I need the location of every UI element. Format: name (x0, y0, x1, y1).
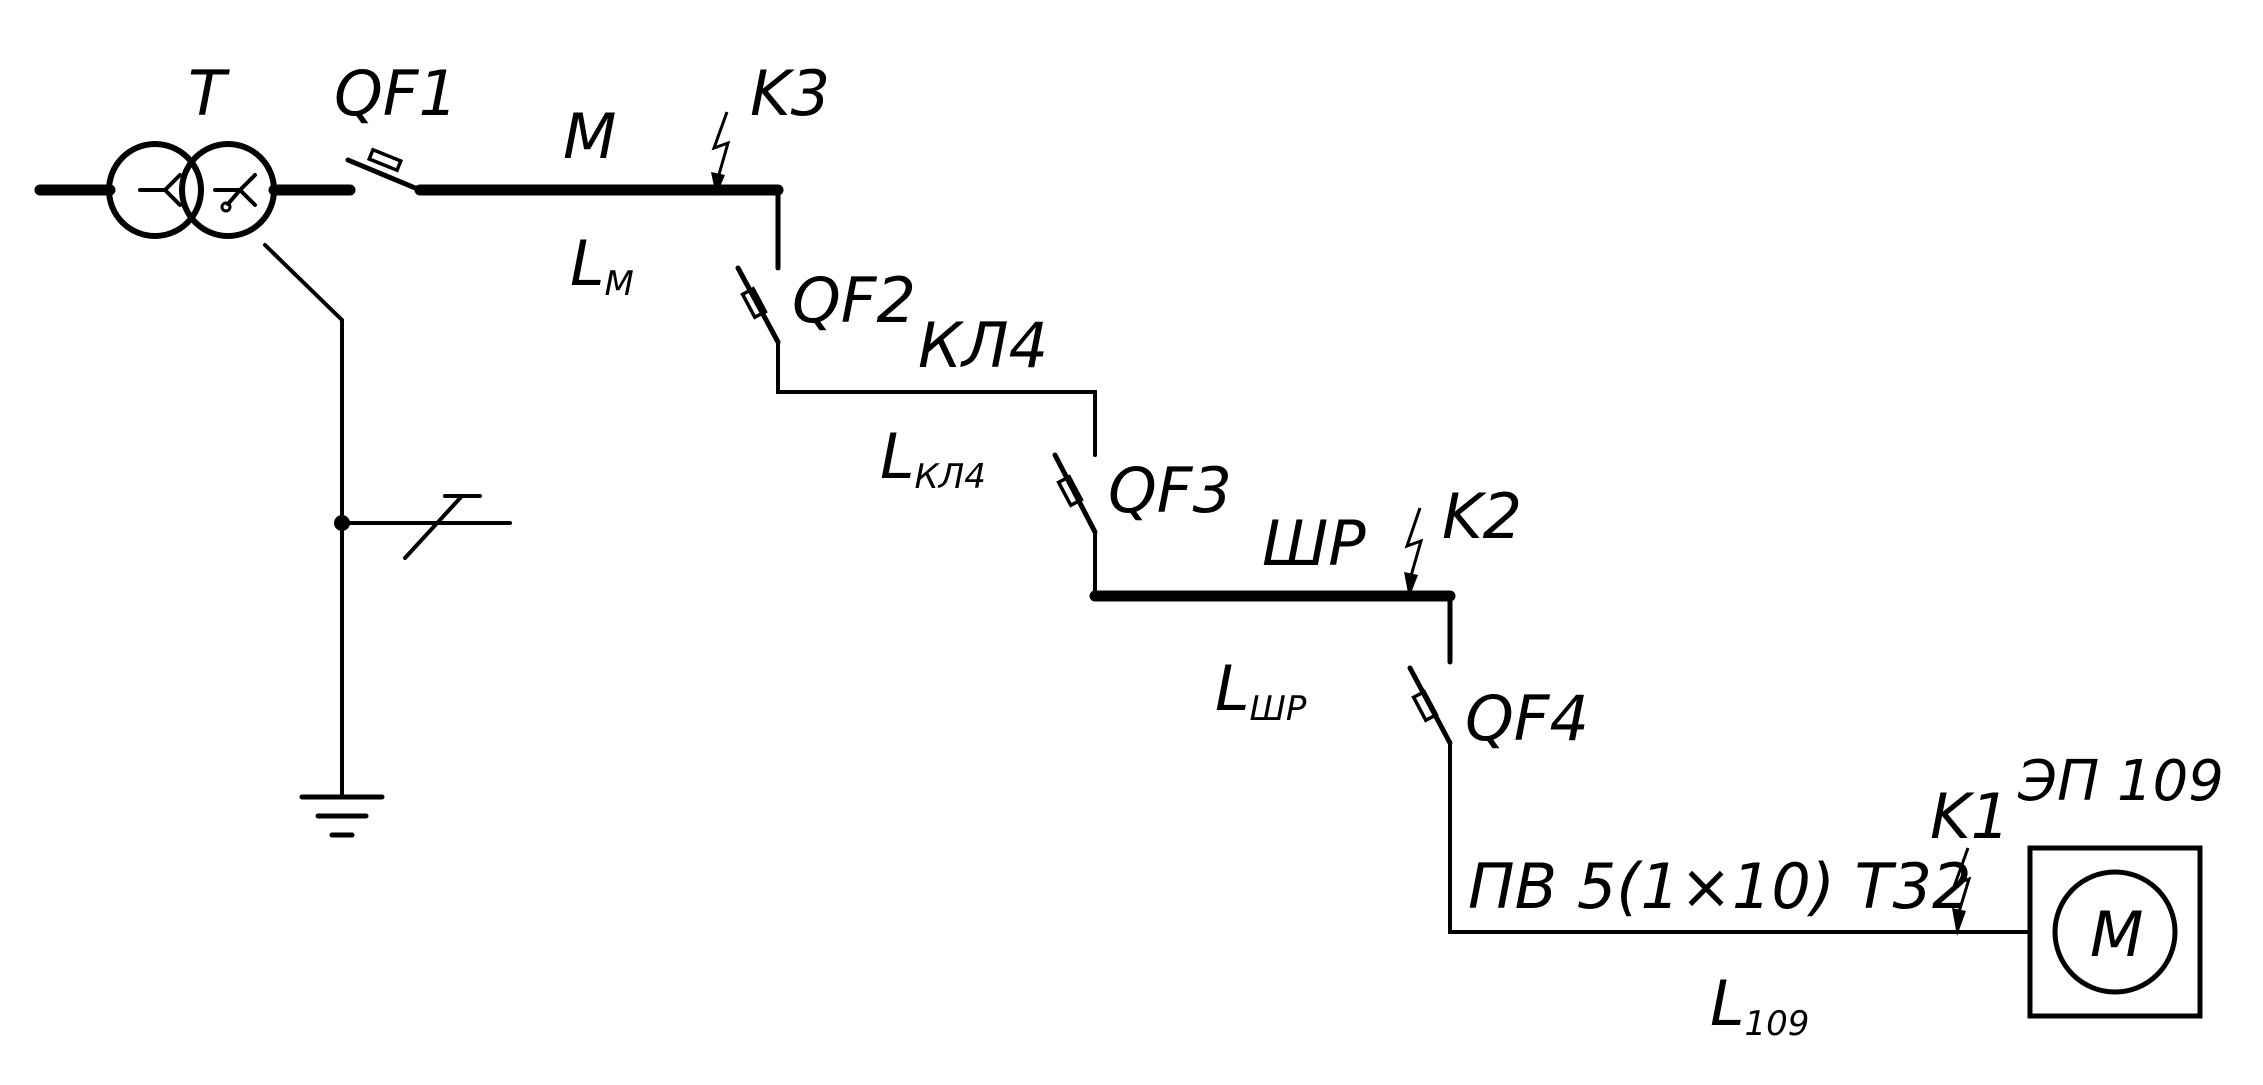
ground-icon (299, 794, 385, 838)
qf1-trip-element (366, 147, 404, 173)
motor-icon (2052, 869, 2178, 995)
k3-label: K3 (750, 57, 830, 130)
cable-kl4 (776, 340, 1097, 457)
cable-109 (1448, 741, 2032, 934)
qf3-switch-blade (1052, 452, 1098, 535)
secondary-star-neutral-symbol (213, 173, 257, 213)
qf2-switch-blade (735, 265, 781, 345)
neutral-grounding (263, 243, 512, 838)
qf1-label: QF1 (334, 57, 458, 130)
neutral-lead (263, 243, 344, 322)
motor-unit (2027, 845, 2203, 1019)
k1-label: K1 (1930, 780, 2010, 853)
qf4-label: QF4 (1465, 682, 1589, 755)
transformer-label: T (188, 57, 230, 130)
cable-kl4-label: КЛ4 (918, 309, 1048, 382)
cable-termination-symbol (403, 494, 482, 560)
qf1-breaker (345, 147, 423, 193)
qf2-label: QF2 (792, 264, 916, 337)
k2-fault-icon (1404, 507, 1424, 598)
k1-fault-icon (1952, 847, 1972, 936)
motor-symbol-label: M (2090, 898, 2144, 971)
primary-winding (106, 141, 204, 239)
main-bus-label: M (563, 100, 617, 173)
transformer (34, 141, 356, 239)
qf4-breaker (1407, 665, 1453, 746)
qf2-breaker (735, 265, 781, 345)
qf3-label: QF3 (1108, 454, 1232, 527)
qf1-switch-blade (345, 157, 423, 193)
length-109-label: L109 (1710, 967, 1809, 1044)
primary-star-symbol (138, 173, 182, 207)
ep-label: ЭП 109 (2017, 749, 2224, 814)
qf4-trip-element (1411, 689, 1439, 723)
cable-spec-label: ПВ 5(1×10) T32 (1468, 850, 1971, 923)
k3-fault-icon (711, 111, 731, 196)
kl4-length-label: LКЛ4 (880, 420, 986, 497)
busway-label: ШР (1262, 507, 1366, 580)
k2-label: K2 (1442, 480, 1522, 553)
motor-box (2027, 845, 2203, 1019)
qf3-trip-element (1056, 474, 1084, 508)
qf2-trip-element (740, 286, 768, 320)
qf3-breaker (1052, 452, 1098, 535)
busway-length-label: LШР (1215, 652, 1307, 729)
main-length-label: LM (570, 227, 634, 304)
